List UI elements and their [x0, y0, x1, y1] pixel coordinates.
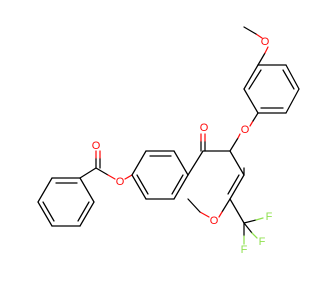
- atom-label-oxygen: O: [241, 124, 250, 136]
- bond-inner: [77, 201, 90, 222]
- bond: [221, 198, 231, 213]
- atom-labels: O O O O O O F F F: [92, 36, 273, 256]
- bond: [173, 150, 189, 176]
- bond: [218, 211, 223, 218]
- bond: [229, 174, 245, 200]
- bond: [229, 137, 239, 152]
- bond: [79, 177, 95, 203]
- bond: [243, 26, 257, 35]
- bond-inner: [136, 174, 149, 195]
- atom-label-oxygen: O: [210, 215, 219, 227]
- bond: [79, 167, 97, 179]
- bond: [199, 211, 210, 218]
- bond: [124, 174, 133, 180]
- bond-inner: [282, 69, 295, 90]
- bond: [79, 201, 95, 227]
- bond: [251, 232, 258, 239]
- atom-label-fluorine: F: [259, 236, 266, 248]
- bond: [257, 52, 266, 66]
- atom-label-fluorine: F: [266, 211, 273, 223]
- bond: [107, 174, 116, 180]
- atom-label-oxygen: O: [116, 176, 125, 188]
- bond: [173, 174, 189, 200]
- bond: [37, 201, 53, 227]
- bond: [243, 88, 259, 114]
- bond: [187, 198, 201, 213]
- bond-inner: [227, 174, 240, 195]
- bond: [252, 112, 259, 122]
- bond: [229, 150, 245, 176]
- atom-label-fluorine: F: [241, 244, 248, 256]
- bond-inner: [248, 69, 262, 90]
- bond: [243, 219, 257, 224]
- bond-inner: [171, 174, 184, 195]
- bond: [255, 217, 264, 221]
- bond: [237, 133, 241, 139]
- bond: [37, 177, 53, 203]
- bond: [255, 33, 263, 39]
- bond: [243, 222, 253, 234]
- atom-label-oxygen: O: [200, 122, 209, 134]
- bond: [249, 120, 254, 127]
- bond-inner: [42, 201, 55, 222]
- bond: [131, 174, 147, 200]
- bond: [264, 46, 269, 54]
- bond: [243, 64, 259, 90]
- atom-label-oxygen: O: [92, 140, 101, 152]
- bond: [187, 150, 204, 176]
- bond: [131, 150, 147, 176]
- bond: [95, 167, 109, 176]
- bond: [285, 88, 300, 114]
- bond: [285, 64, 300, 90]
- molecule-structure: O O O O O O F F F: [37, 26, 300, 256]
- structure-canvas: O O O O O O F F F: [37, 26, 300, 256]
- bond: [229, 198, 245, 224]
- bonds: [37, 26, 300, 245]
- atom-label-oxygen: O: [261, 36, 270, 48]
